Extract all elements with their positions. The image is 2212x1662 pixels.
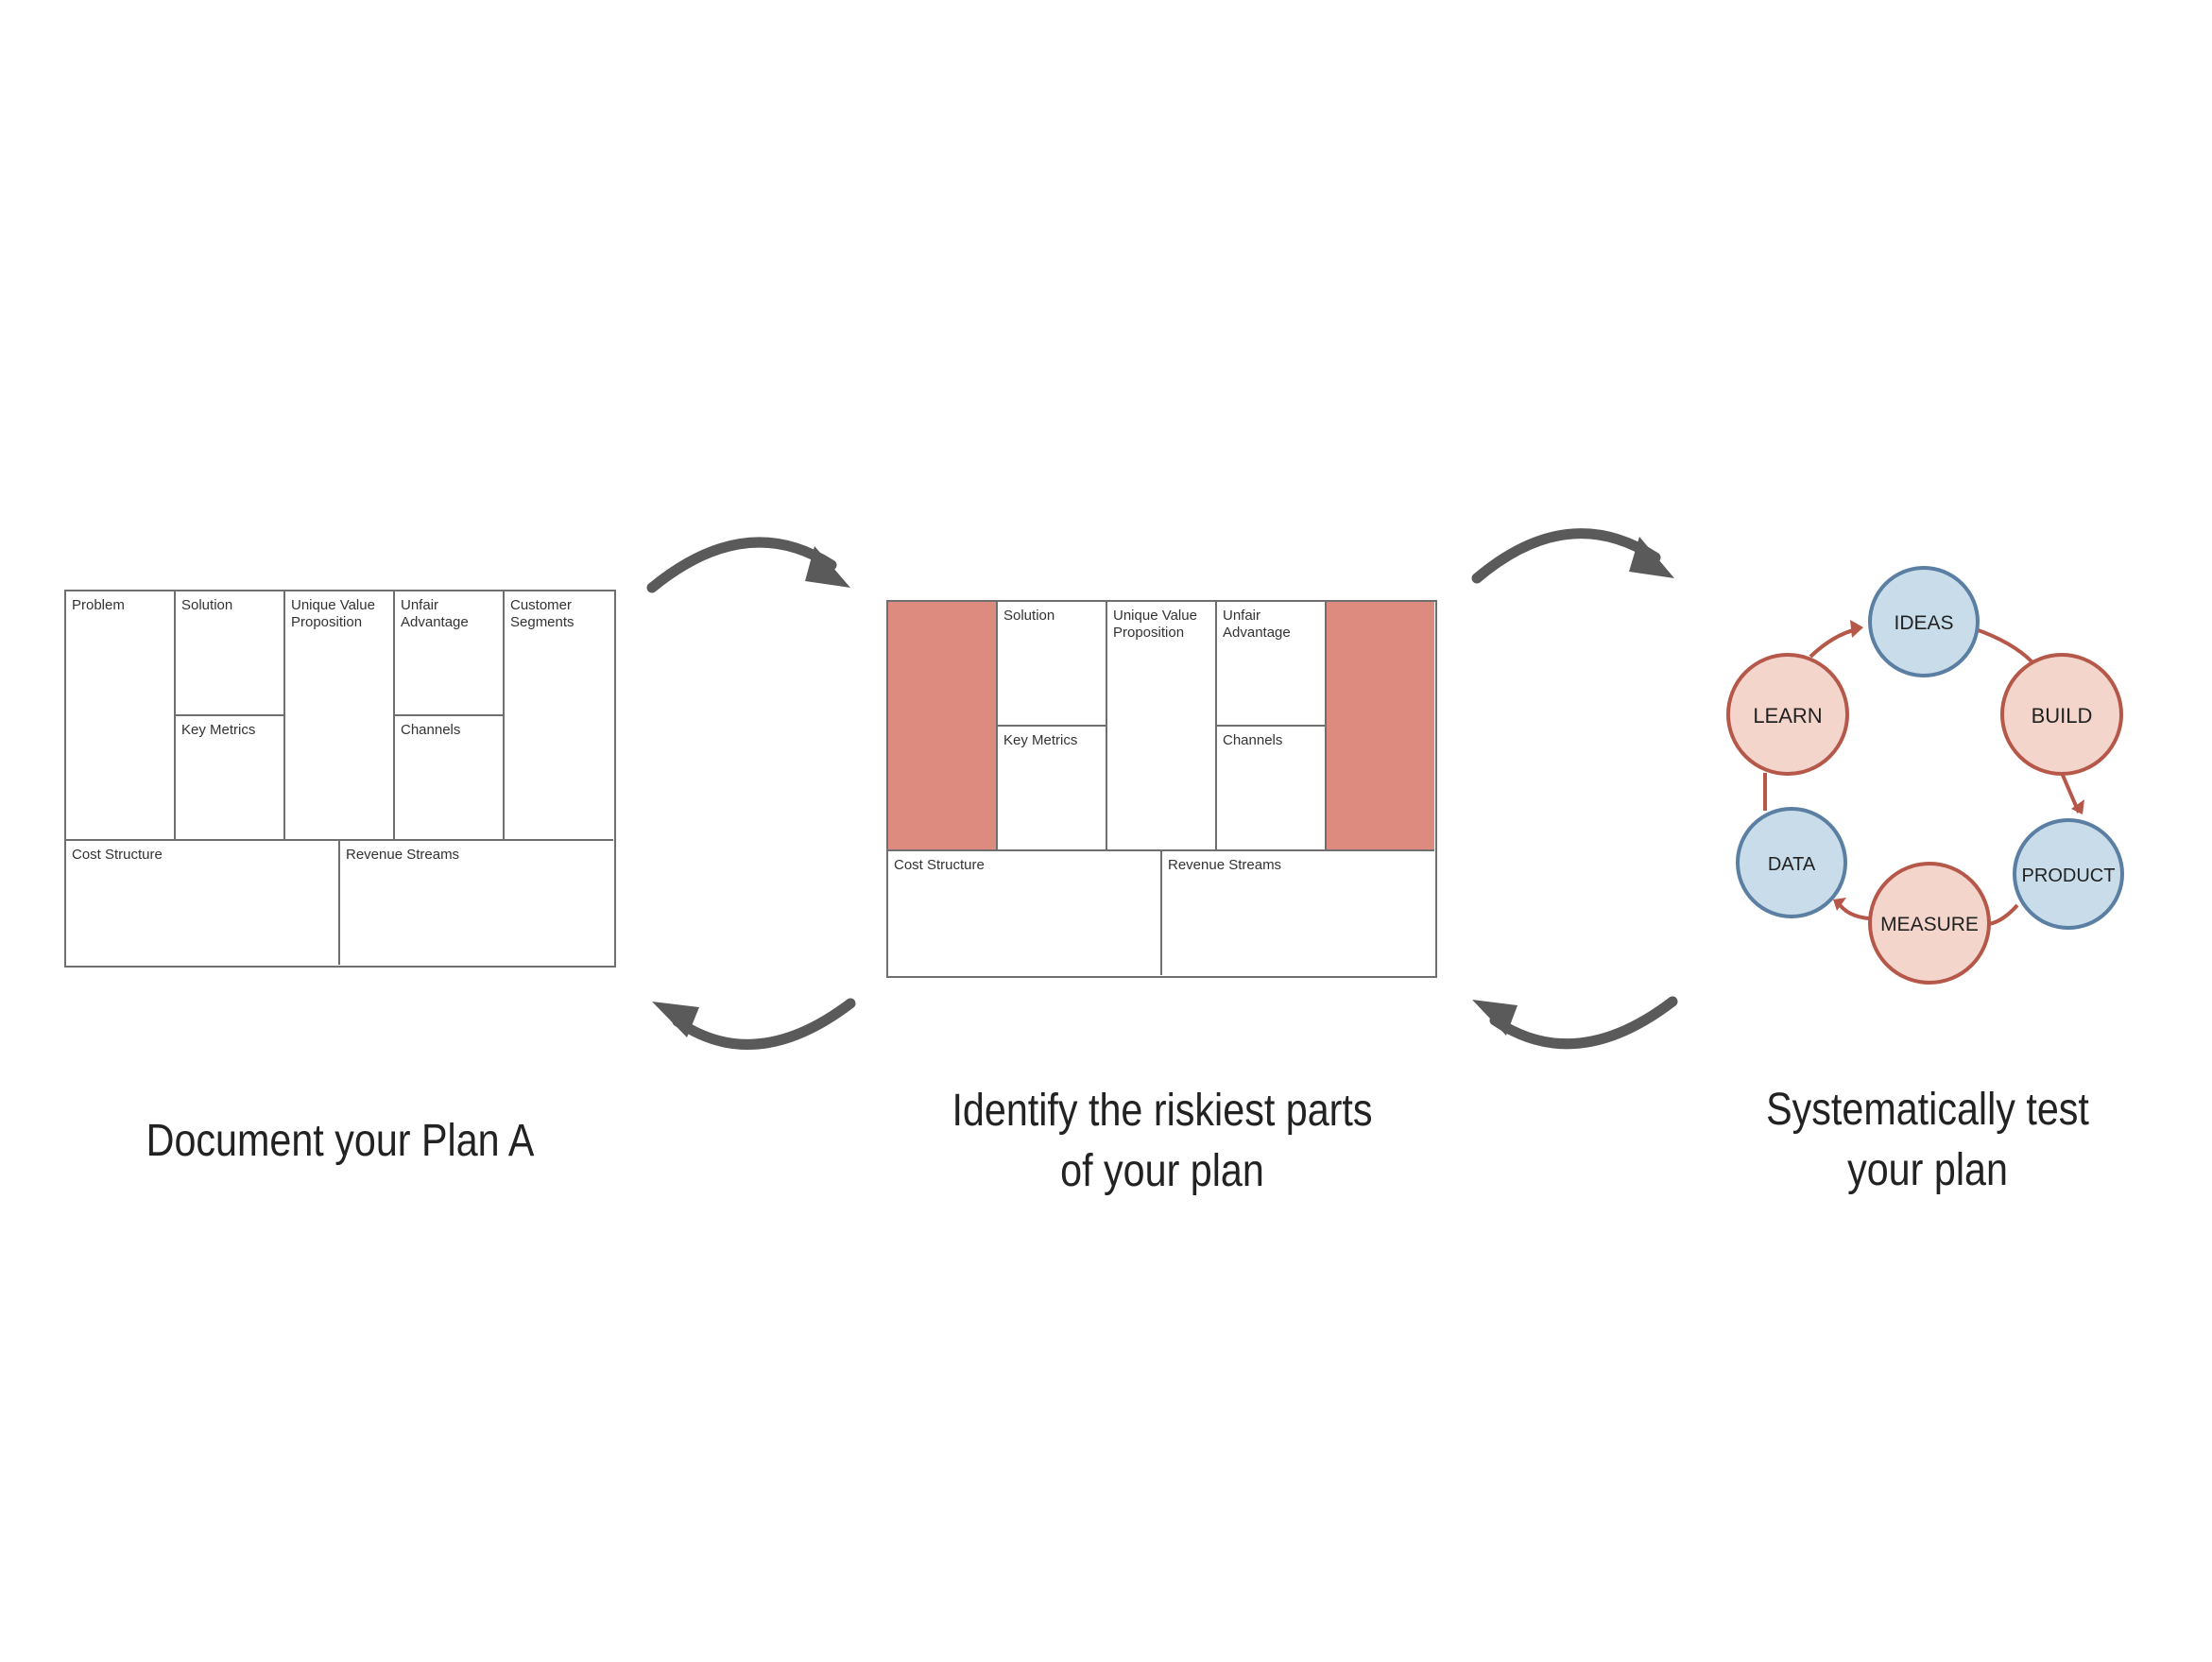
uvp-block: Unique Value Proposition bbox=[1107, 602, 1217, 851]
cycle-node-measure: MEASURE bbox=[1868, 862, 1991, 985]
customer-segments-block: Customer Segments bbox=[505, 591, 613, 841]
build-label: BUILD bbox=[2032, 704, 2093, 728]
solution-block: Solution bbox=[998, 602, 1107, 727]
cost-structure-block: Cost Structure bbox=[66, 841, 340, 965]
channels-block: Channels bbox=[395, 716, 505, 841]
step3-caption-line1: Systematically test bbox=[1766, 1085, 2089, 1135]
product-label: PRODUCT bbox=[2022, 865, 2116, 886]
cycle-arrow-learn-ideas bbox=[1809, 627, 1858, 659]
key-metrics-block: Key Metrics bbox=[176, 716, 285, 841]
step2-caption-line2: of your plan bbox=[1060, 1146, 1264, 1196]
problem-block: Problem bbox=[66, 591, 176, 841]
step3-caption: Systematically test your plan bbox=[1684, 1080, 2171, 1201]
unfair-advantage-block: Unfair Advantage bbox=[1217, 602, 1327, 727]
step1-caption: Document your Plan A bbox=[96, 1111, 584, 1172]
revenue-streams-block: Revenue Streams bbox=[1168, 857, 1282, 873]
risky-block-left bbox=[888, 602, 998, 851]
cycle-node-build: BUILD bbox=[2000, 653, 2123, 776]
unfair-advantage-block: Unfair Advantage bbox=[395, 591, 505, 716]
cycle-node-ideas: IDEAS bbox=[1868, 566, 1980, 677]
step1-caption-text: Document your Plan A bbox=[146, 1116, 535, 1166]
arrow-head-icon bbox=[1850, 620, 1863, 638]
step3-caption-line2: your plan bbox=[1847, 1145, 2008, 1195]
step2-caption: Identify the riskiest parts of your plan bbox=[878, 1081, 1447, 1202]
step2-caption-line1: Identify the riskiest parts bbox=[952, 1086, 1373, 1136]
arrow-head-icon bbox=[1833, 898, 1846, 911]
risk-canvas: Solution Key Metrics Unique Value Propos… bbox=[886, 600, 1437, 978]
learn-label: LEARN bbox=[1753, 704, 1822, 728]
cycle-node-data: DATA bbox=[1736, 807, 1847, 918]
cycle-arrow-ideas-build bbox=[1975, 627, 2033, 663]
cost-structure-block: Cost Structure bbox=[888, 851, 1162, 975]
channels-block: Channels bbox=[1217, 727, 1327, 851]
risky-block-right bbox=[1327, 602, 1434, 851]
data-label: DATA bbox=[1768, 854, 1816, 875]
uvp-block: Unique Value Proposition bbox=[285, 591, 395, 841]
cycle-arrow-measure-data bbox=[1836, 900, 1870, 920]
cycle-node-learn: LEARN bbox=[1726, 653, 1849, 776]
cycle-arrow-product-measure bbox=[1988, 903, 2019, 926]
measure-label: MEASURE bbox=[1880, 914, 1979, 935]
cycle-node-product: PRODUCT bbox=[2013, 818, 2124, 930]
revenue-streams-block: Revenue Streams bbox=[346, 847, 460, 863]
ideas-label: IDEAS bbox=[1894, 612, 1953, 634]
solution-block: Solution bbox=[176, 591, 285, 716]
plan-a-canvas: Problem Solution Key Metrics Unique Valu… bbox=[64, 590, 616, 968]
key-metrics-block: Key Metrics bbox=[998, 727, 1107, 851]
arrow-head-icon bbox=[2071, 799, 2084, 814]
